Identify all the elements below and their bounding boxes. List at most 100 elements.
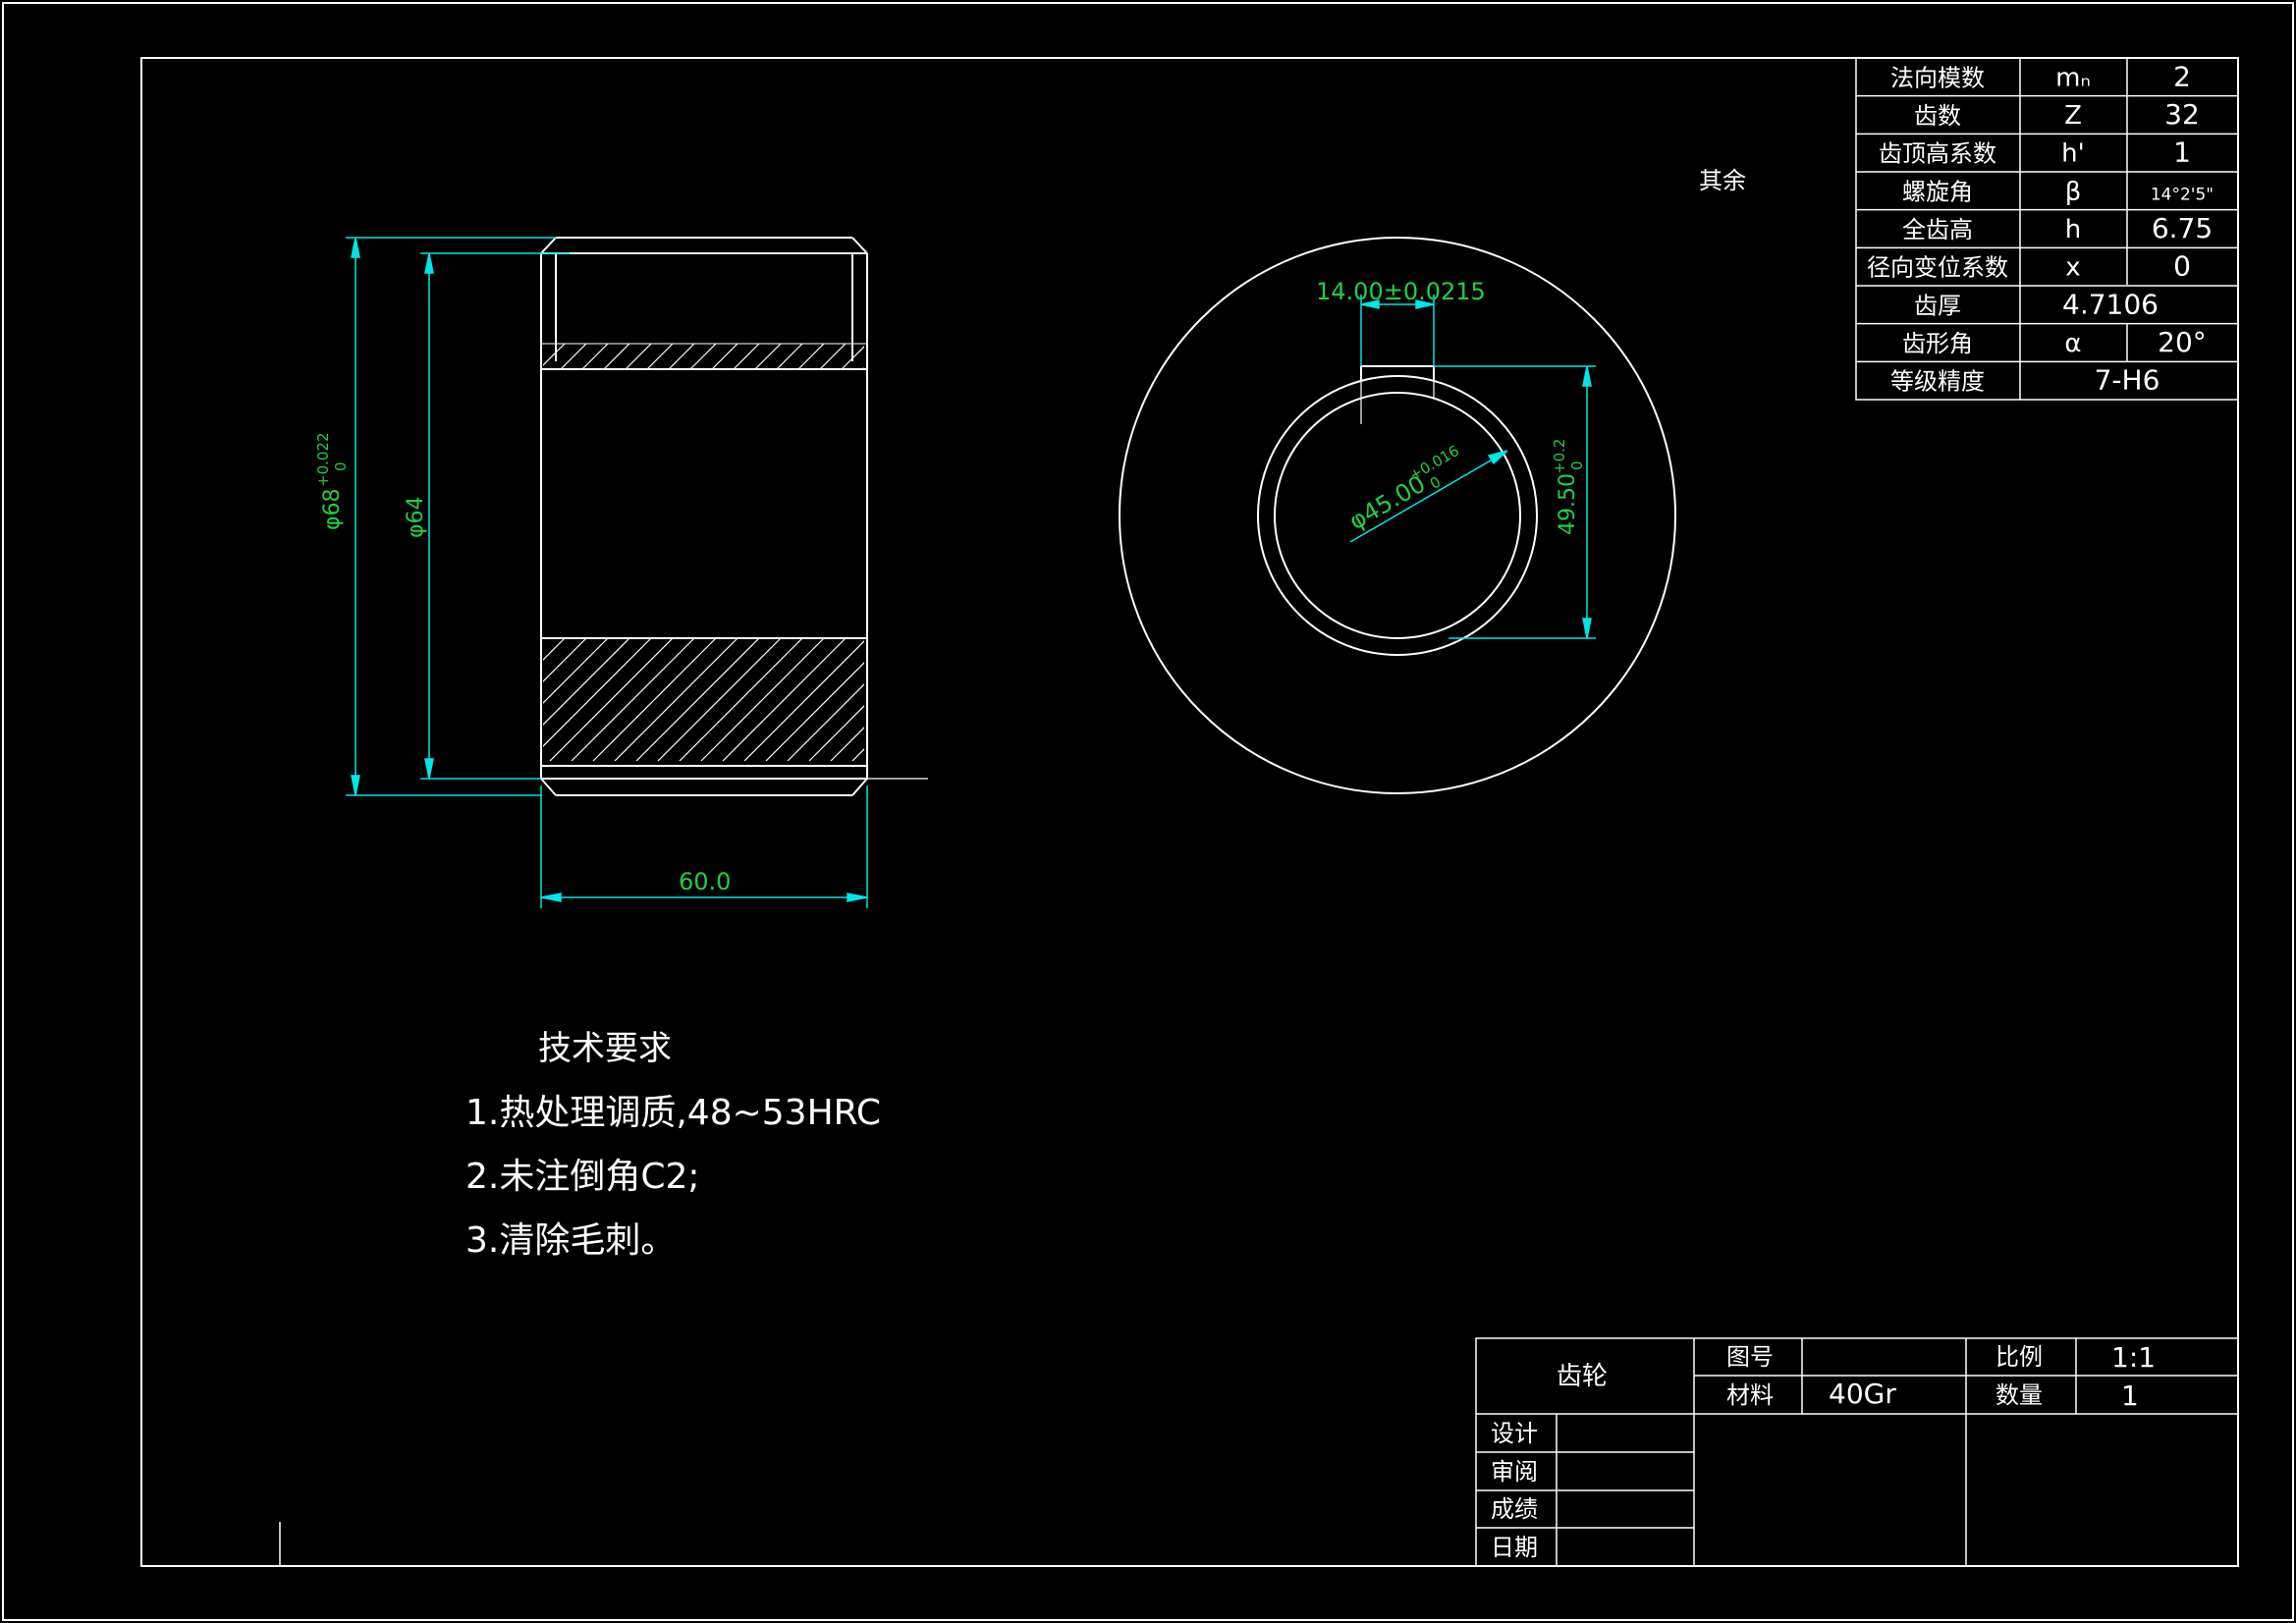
hatch-line [733, 344, 760, 369]
hatch-line [841, 346, 864, 369]
section-dim-texts: φ68 +0.022 0 φ64 60.0 [314, 432, 731, 895]
param-name: 齿厚 [1914, 292, 1961, 319]
param-name: 全齿高 [1902, 216, 1973, 243]
hatch-line [625, 344, 652, 369]
hatch-line [754, 344, 782, 369]
hatch-line [657, 638, 782, 761]
param-symbol: x [2065, 253, 2080, 283]
material-value: 40Gr [1829, 1378, 1896, 1410]
dim-keyway-width: 14.00±0.0215 [1316, 278, 1486, 305]
chamfer-br [851, 778, 868, 796]
tech-req-item-3: 3.清除毛刺。 [465, 1220, 676, 1261]
outer-circle [1119, 237, 1676, 794]
chamfer-bl [540, 778, 557, 796]
date-label: 日期 [1491, 1534, 1538, 1561]
hatch-line [543, 638, 630, 726]
hatch-line [982, 638, 1105, 761]
param-value: 20° [2158, 326, 2207, 358]
quantity-label: 数量 [1995, 1381, 2043, 1409]
tech-requirements: 技术要求 1.热处理调质,48~53HRC 2.未注倒角C2; 3.清除毛刺。 [465, 1029, 881, 1261]
roughness-note: 其余 [1699, 167, 1746, 194]
hatch-line [543, 638, 652, 747]
hatch-line [543, 344, 566, 366]
arrow-outer-bottom [351, 775, 360, 796]
param-symbol: h' [2061, 139, 2085, 169]
param-symbol: Z [2064, 101, 2082, 131]
arrow-keyway-left [1360, 299, 1380, 309]
section-dimensions [346, 237, 868, 908]
param-name: 法向模数 [1890, 64, 1985, 91]
hatch-line [819, 344, 847, 369]
hatch-region-top [543, 344, 864, 369]
param-name: 等级精度 [1890, 368, 1985, 396]
dim-length: 60.0 [679, 868, 731, 895]
hatch-line [700, 638, 825, 761]
grade-label: 成绩 [1491, 1495, 1538, 1523]
param-value: 6.75 [2152, 212, 2213, 244]
param-value: 2 [2173, 60, 2191, 92]
hatch-line [543, 638, 587, 682]
dim-keyway-depth: 49.50 [1556, 473, 1580, 535]
dim-outer-tol-upper: +0.022 [314, 432, 332, 487]
hatch-line [581, 344, 609, 369]
hatch-line [765, 662, 864, 761]
arrow-length-left [540, 893, 562, 902]
hatch-line [917, 638, 1040, 761]
param-name: 螺旋角 [1902, 178, 1973, 205]
arrow-bore [1487, 450, 1508, 465]
chamfer-tl [540, 237, 557, 254]
hatch-line [808, 705, 864, 761]
param-name: 齿顶高系数 [1879, 140, 1996, 168]
arrow-depth-top [1582, 365, 1592, 387]
hatch-line [543, 638, 544, 639]
hatch-line [743, 640, 864, 761]
arrow-keyway-right [1415, 299, 1435, 309]
hatch-line [960, 638, 1083, 761]
param-value: 14°2'5" [2151, 185, 2214, 204]
hatch-line [896, 638, 1018, 761]
param-value: 1 [2173, 136, 2191, 169]
end-view [1119, 237, 1676, 794]
arrow-depth-bottom [1582, 618, 1592, 639]
hatch-line [543, 344, 544, 345]
param-name: 齿形角 [1902, 330, 1973, 357]
hatch-line [776, 344, 803, 369]
hatch-line [549, 638, 674, 761]
dim-depth-tol-upper: +0.2 [1551, 439, 1568, 474]
end-view-dim-texts: 14.00±0.0215 φ45.00 +0.016 0 49.50 +0.2 … [1316, 278, 1586, 535]
scale-label: 比例 [1995, 1343, 2043, 1371]
drawing-no-label: 图号 [1726, 1343, 1774, 1371]
hatch-line [543, 638, 609, 704]
title-block-texts: 齿轮 图号 材料 40Gr 比例 1:1 数量 1 设计 审阅 成绩 日期 [1491, 1341, 2156, 1561]
bore-circle-outer [1257, 375, 1538, 656]
hatch-line [543, 638, 566, 661]
hatch-line [614, 638, 738, 761]
hatch-line [874, 638, 997, 761]
dim-inner-diameter: φ64 [404, 496, 428, 538]
hatch-line [711, 344, 738, 369]
title-block [1475, 1337, 2239, 1567]
param-name: 齿数 [1914, 102, 1961, 130]
hatch-line [722, 638, 847, 761]
arrow-length-right [847, 893, 868, 902]
param-value: 32 [2164, 98, 2200, 131]
tech-req-title: 技术要求 [538, 1029, 672, 1068]
hatch-region-bottom [543, 638, 1105, 761]
param-value: 7-H6 [2095, 364, 2160, 397]
tech-req-item-2: 2.未注倒角C2; [465, 1157, 700, 1197]
param-symbol: β [2065, 177, 2082, 206]
arrow-outer-top [351, 237, 360, 258]
keyway [1360, 365, 1435, 381]
drawing-border [140, 57, 2239, 1567]
scale-value: 1:1 [2111, 1341, 2156, 1374]
chamfer-tr [851, 237, 868, 254]
part-name: 齿轮 [1557, 1362, 1608, 1391]
param-name: 径向变位系数 [1867, 254, 2008, 282]
section-view [540, 237, 928, 796]
hatch-line [797, 344, 825, 369]
hatch-line [679, 638, 803, 761]
param-symbol: α [2064, 329, 2081, 358]
dim-line-bore [1349, 453, 1503, 543]
